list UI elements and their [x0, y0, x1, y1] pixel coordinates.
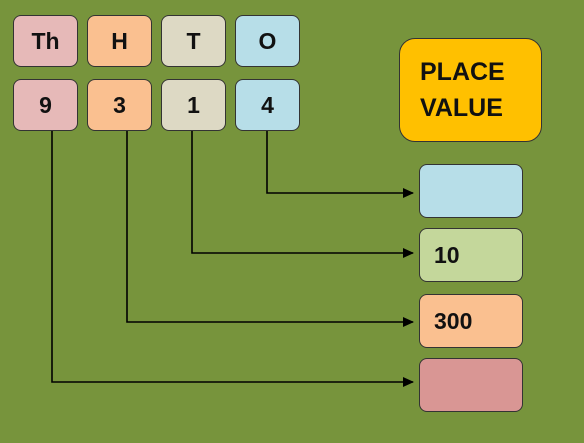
digit-thousands: 9 — [13, 79, 78, 131]
header-tens: T — [161, 15, 226, 67]
answer-ones[interactable] — [419, 164, 523, 218]
digit-hundreds: 3 — [87, 79, 152, 131]
arrow-ones — [266, 131, 414, 198]
arrow-thousands — [51, 131, 414, 387]
answer-thousands[interactable] — [419, 358, 523, 412]
arrow-tens — [191, 131, 414, 258]
header-thousands: Th — [13, 15, 78, 67]
answer-hundreds[interactable]: 300 — [419, 294, 523, 348]
place-value-title: PLACE VALUE — [399, 38, 542, 142]
arrow-hundreds — [126, 131, 414, 327]
header-ones: O — [235, 15, 300, 67]
title-line-2: VALUE — [420, 94, 503, 122]
title-line-1: PLACE — [420, 58, 505, 86]
digit-ones: 4 — [235, 79, 300, 131]
header-hundreds: H — [87, 15, 152, 67]
answer-tens[interactable]: 10 — [419, 228, 523, 282]
digit-tens: 1 — [161, 79, 226, 131]
